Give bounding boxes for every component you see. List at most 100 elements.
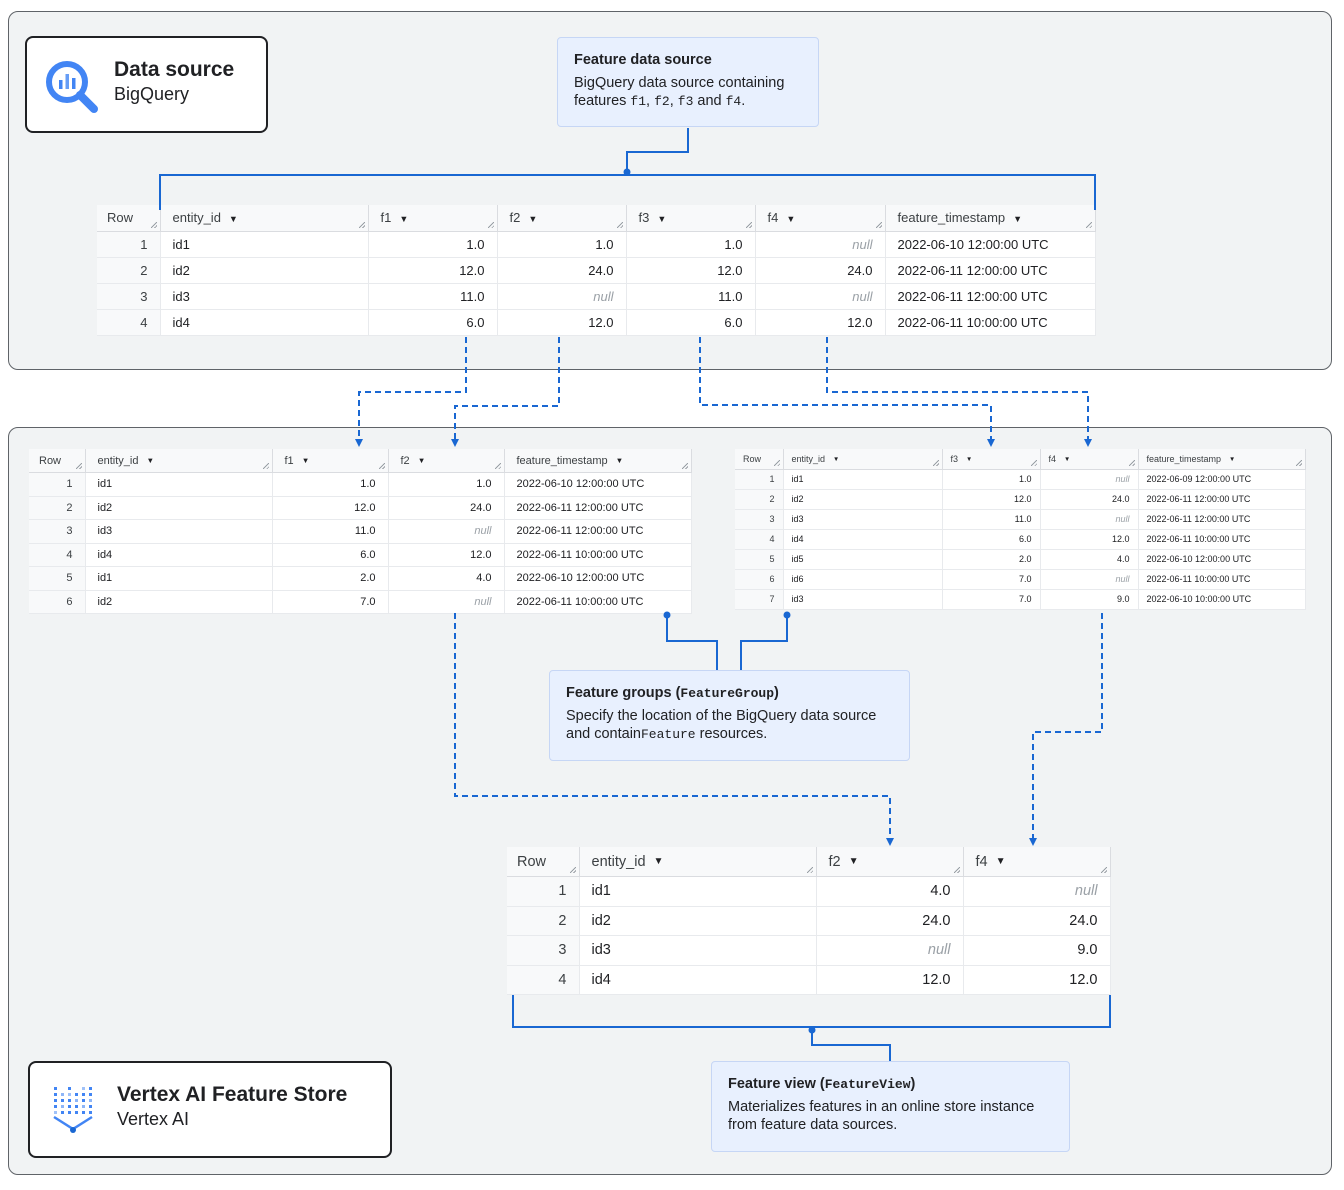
table-cell: id3 — [783, 589, 943, 610]
table-cell: 2.0 — [272, 566, 389, 591]
sort-caret-icon[interactable]: ▼ — [848, 856, 859, 868]
table-cell: 7.0 — [942, 569, 1041, 590]
sort-caret-icon[interactable]: ▼ — [417, 456, 426, 466]
table-cell: 2022-06-10 10:00:00 UTC — [1138, 589, 1306, 610]
sort-caret-icon[interactable]: ▼ — [995, 856, 1006, 868]
sort-caret-icon[interactable]: ▼ — [653, 856, 664, 868]
data-source-subtitle: BigQuery — [114, 84, 190, 104]
column-header-label: f2 — [509, 210, 521, 226]
table-cell: id1 — [579, 876, 817, 907]
sort-caret-icon[interactable]: ▼ — [833, 455, 840, 463]
sort-caret-icon[interactable]: ▼ — [301, 456, 310, 466]
column-header[interactable]: Row — [507, 847, 580, 877]
feature-groups-body: Specify the location of the BigQuery dat… — [566, 708, 877, 742]
column-header[interactable]: Row — [29, 449, 86, 473]
table-cell: null — [755, 231, 886, 258]
sort-caret-icon[interactable]: ▼ — [399, 213, 409, 224]
column-header-label: entity_id — [591, 853, 646, 870]
column-header[interactable]: Row — [97, 205, 161, 232]
table-cell: 1.0 — [388, 472, 505, 497]
feature-groups-title: Feature groups (FeatureGroup) — [566, 685, 779, 701]
table-cell: 4.0 — [1040, 549, 1139, 570]
column-header[interactable]: f4 ▼ — [1040, 449, 1139, 470]
table-cell: 12.0 — [942, 489, 1041, 510]
table-cell: 6.0 — [626, 309, 756, 336]
column-header[interactable]: f4▼ — [755, 205, 886, 232]
table-cell: 6 — [29, 590, 86, 614]
column-header[interactable]: entity_id▼ — [783, 449, 943, 470]
feature-store-title: Vertex AI Feature Store — [117, 1083, 348, 1106]
sort-caret-icon[interactable]: ▼ — [786, 213, 796, 224]
column-header[interactable]: entity_id ▼ — [579, 847, 817, 877]
sort-caret-icon[interactable]: ▼ — [1229, 455, 1236, 463]
table-cell: 2022-06-10 12:00:00 UTC — [504, 472, 692, 497]
table-cell: 7.0 — [272, 590, 389, 614]
table-cell: 2022-06-11 10:00:00 UTC — [1138, 529, 1306, 550]
table-cell: id4 — [783, 529, 943, 550]
feature-groups-note: Feature groups (FeatureGroup) Specify th… — [549, 670, 910, 761]
sort-caret-icon[interactable]: ▼ — [966, 455, 973, 463]
feature-view-body: Materializes features in an online store… — [728, 1099, 1035, 1133]
sort-caret-icon[interactable]: ▼ — [146, 456, 155, 466]
table-cell: 2.0 — [942, 549, 1041, 570]
data-source-card: Data source BigQuery — [25, 36, 268, 133]
column-header[interactable]: feature_timestamp▼ — [885, 205, 1096, 232]
column-header[interactable]: f2 ▼ — [497, 205, 627, 232]
column-header-label: f1 — [284, 454, 294, 467]
column-header[interactable]: f3 ▼ — [942, 449, 1041, 470]
table-cell: id2 — [579, 906, 817, 936]
table-cell: 12.0 — [816, 965, 964, 995]
table-cell: null — [816, 935, 964, 966]
column-header[interactable]: f1 ▼ — [368, 205, 498, 232]
table-cell: 2022-06-11 10:00:00 UTC — [504, 543, 692, 567]
column-header[interactable]: f3▼ — [626, 205, 756, 232]
column-header[interactable]: f2 ▼ — [388, 449, 505, 473]
sort-caret-icon[interactable]: ▼ — [1064, 455, 1071, 463]
table-cell: 4 — [507, 965, 580, 995]
table-cell: 4 — [735, 529, 784, 550]
column-header[interactable]: feature_timestamp▼ — [1138, 449, 1306, 470]
column-header[interactable]: f1 ▼ — [272, 449, 389, 473]
feature-data-source-body: BigQuery data source containing features… — [574, 75, 785, 109]
table-cell: 3 — [29, 519, 86, 544]
table-cell: 24.0 — [963, 906, 1111, 936]
table-cell: 24.0 — [1040, 489, 1139, 510]
column-header-label: f3 — [950, 453, 959, 464]
sort-caret-icon[interactable]: ▼ — [657, 213, 667, 224]
table-cell: 2 — [97, 257, 161, 284]
table-cell: 1 — [97, 231, 161, 258]
column-header[interactable]: entity_id▼ — [85, 449, 273, 473]
table-cell: 24.0 — [816, 906, 964, 936]
column-header-label: Row — [107, 210, 134, 226]
column-header[interactable]: entity_id▼ — [160, 205, 369, 232]
table-cell: 12.0 — [963, 965, 1111, 995]
column-header[interactable]: Row — [735, 449, 784, 470]
sort-caret-icon[interactable]: ▼ — [228, 213, 238, 224]
column-header[interactable]: feature_timestamp▼ — [504, 449, 692, 473]
table-cell: null — [497, 283, 627, 310]
sort-caret-icon[interactable]: ▼ — [1013, 213, 1023, 224]
sort-caret-icon[interactable]: ▼ — [615, 456, 624, 466]
table-cell: 2022-06-11 12:00:00 UTC — [1138, 489, 1306, 510]
column-header-label: f1 — [380, 210, 392, 226]
table-cell: 2022-06-11 12:00:00 UTC — [885, 257, 1096, 284]
column-header[interactable]: f2▼ — [816, 847, 964, 877]
column-header-label: f4 — [1048, 453, 1057, 464]
table-cell: null — [963, 876, 1111, 907]
column-header[interactable]: f4▼ — [963, 847, 1111, 877]
table-cell: 5 — [735, 549, 784, 570]
column-header-label: f2 — [400, 454, 410, 467]
sort-caret-icon[interactable]: ▼ — [528, 213, 538, 224]
